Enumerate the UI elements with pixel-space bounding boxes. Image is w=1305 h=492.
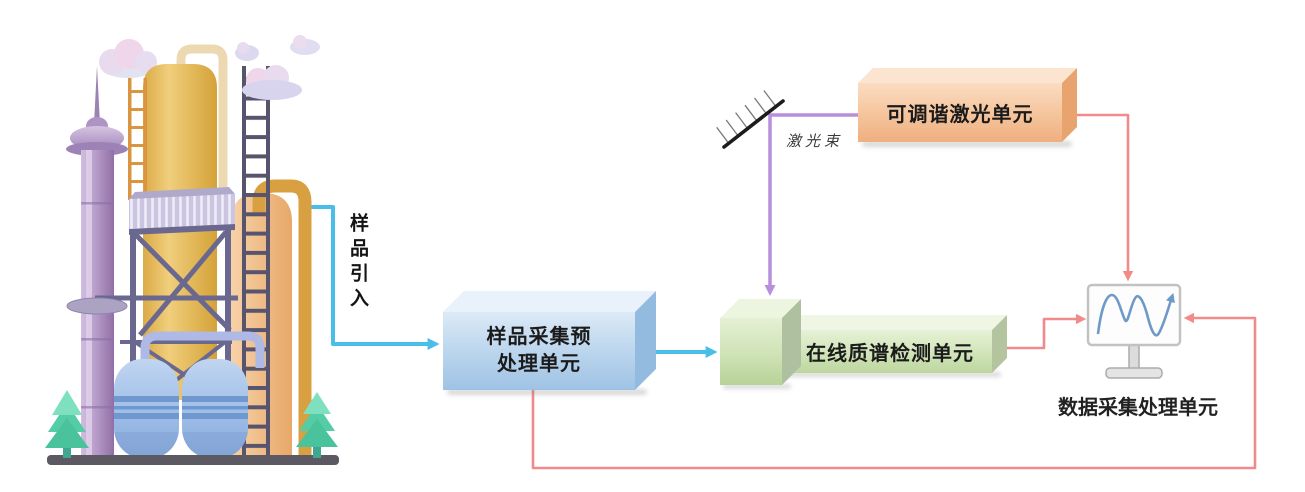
data-processing-unit-label: 数据采集处理单元 xyxy=(1058,397,1218,419)
detection-to-monitor-arrow xyxy=(995,313,1087,350)
laser-box-front-face: 可调谐激光单元 xyxy=(858,83,1062,142)
tree-left xyxy=(45,390,89,458)
cooling-platform-truss xyxy=(66,187,238,387)
factory-illustration xyxy=(45,35,339,465)
waveform xyxy=(1096,292,1175,337)
monitor-icon xyxy=(1086,283,1182,379)
scaffold-frame xyxy=(128,78,147,200)
cloud-front xyxy=(242,65,302,100)
pretreatment-label-line2: 处理单元 xyxy=(497,353,581,375)
laser-to-monitor-arrow xyxy=(1074,113,1134,282)
spherical-tanks xyxy=(114,331,265,458)
clouds xyxy=(99,35,320,78)
pretreatment-label-line1: 样品采集预 xyxy=(486,326,592,348)
sample-intro-arrow xyxy=(302,205,440,350)
pretreatment-box-top-face xyxy=(443,291,656,312)
laser-beam-label: 激光束 xyxy=(786,132,844,150)
detection-box-front-face: 在线质谱检测单元 xyxy=(782,330,992,373)
ms-detection-unit-label: 在线质谱检测单元 xyxy=(806,343,974,365)
detection-cube-front-face xyxy=(720,318,782,385)
tank-top-pipe xyxy=(176,44,228,200)
mirror-icon xyxy=(716,90,785,149)
ground xyxy=(47,455,339,465)
pretreatment-box-front-face: 样品采集预 处理单元 xyxy=(443,312,635,390)
laser-box-top-face xyxy=(858,68,1077,83)
detection-box-top-face xyxy=(782,315,1007,330)
laser-beam-arrow xyxy=(764,113,860,296)
sample-intro-label: 样品引入 xyxy=(347,213,368,313)
tree-right xyxy=(296,392,338,458)
pretreatment-feedback-arrow xyxy=(531,312,1257,470)
tunable-laser-unit-label: 可调谐激光单元 xyxy=(886,104,1034,126)
